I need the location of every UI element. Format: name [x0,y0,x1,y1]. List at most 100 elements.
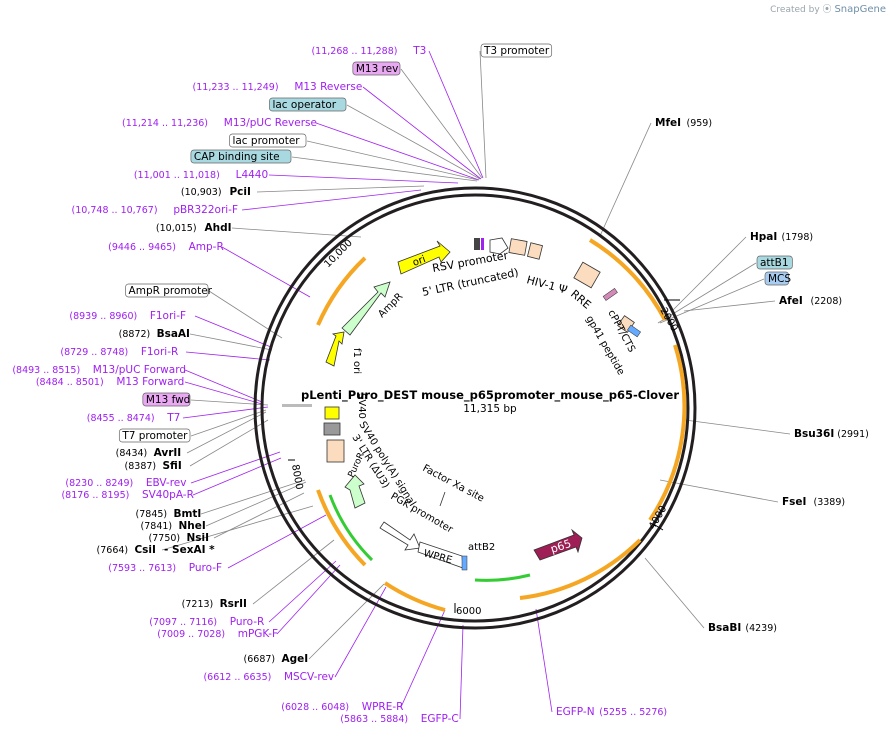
label-puro-f-position: (7593 .. 7613) [108,563,176,574]
label-mscv-rev: MSCV-rev(6612 .. 6635) [203,671,334,683]
label-t3-promoter-name: T3 promoter [483,45,550,57]
ltr5-arrow [489,237,509,255]
label-cap-binding-name: CAP binding site [194,151,280,163]
leader-ebv-rev [190,451,281,484]
leader-m13-forward [184,381,263,405]
backbone-outer-ring [253,186,697,630]
label-bsabi: BsaBI(4239) [708,622,777,634]
ori-label: ori [411,254,427,269]
label-m13-reverse-position: (11,233 .. 11,249) [193,82,279,93]
label-mcs-box [764,271,789,286]
ltr3-box [326,439,345,463]
leader-pbr322 [241,189,422,211]
label-t7-promoter-name: T7 promoter [121,430,188,442]
factor-xa-label: Factor Xa site [421,463,486,505]
credit-brand: SnapGene [834,4,886,15]
label-avrii-name: AvrII [154,447,182,459]
label-sfii-name: SfiI [162,460,181,472]
tick-4000-mark [654,524,664,531]
label-rsrii-name: RsrII [220,598,247,610]
hiv-psi-box-2 [526,242,544,260]
leader-agei [308,583,385,660]
leader-ampr-promoter [208,290,283,339]
label-ampr-promoter: AmpR promoter [125,283,213,298]
label-l4440-name: L4440 [236,169,269,181]
leader-fsei [659,479,779,503]
label-ampr-promoter-box [125,283,209,298]
label-hpai-name: HpaI [750,231,777,243]
label-egfp-n-position: (5255 .. 5276) [599,707,667,718]
label-m13-reverse-name: M13 Reverse [294,81,362,93]
ori-arrow [397,240,451,275]
ampr-arrow [341,281,391,336]
f1-ori-label: f1 ori [351,348,362,374]
label-pbr322: pBR322ori-F(10,748 .. 10,767) [72,204,238,216]
label-egfp-c-position: (5863 .. 5884) [340,714,408,725]
attb2-mark [461,555,468,571]
label-bmti-position: (7845) [136,509,168,520]
pgk-promoter-label: PGK promoter [389,491,456,536]
f1-ori-arrow [325,331,345,367]
label-egfp-n: EGFP-N (5255 .. 5276) [556,706,667,718]
label-m13-fwd-name: M13 fwd [146,394,191,406]
leader-f1ori-f [194,315,272,348]
t7-marker [282,404,312,407]
label-t3: T3(11,268 .. 11,288) [311,45,426,57]
rre-box [573,261,601,289]
label-puro-f-name: Puro-F [189,562,222,574]
label-fsei-position: (3389) [814,497,846,508]
label-t7-name: T7 [166,412,180,424]
snapgene-logo-icon: ⦿ [822,5,832,15]
label-agei-position: (6687) [244,654,276,665]
label-puro-r-position: (7097 .. 7116) [149,617,217,628]
sv40-label: SV40 [356,393,367,419]
label-m13-forward-name: M13 Forward [116,376,184,388]
m13-marker [481,238,484,250]
p65-arrow [533,528,583,561]
label-rsrii: RsrII(7213) [182,598,247,610]
label-lac-promoter-box [229,133,307,148]
label-mscv-rev-position: (6612 .. 6635) [203,672,271,683]
label-m13-rev-box [352,61,401,76]
label-csii-position: (7664) [97,545,129,556]
feature-arcs [316,238,687,612]
label-egfp-n-name: EGFP-N [556,706,595,718]
label-sfii-position: (8387) [125,461,157,472]
label-t3-promoter: T3 promoter [480,43,553,58]
label-fsei: FseI(3389) [782,496,845,508]
leader-egfp-n [535,608,553,713]
label-bsaai-name: BsaAI [157,328,190,340]
label-amp-r-position: (9446 .. 9465) [108,242,176,253]
label-f1ori-f: F1ori-F(8939 .. 8960) [69,310,186,322]
leader-t3-promoter [479,50,487,179]
backbone-inner-ring [260,193,690,623]
label-nhei: NheI(7841) [141,520,206,532]
leader-t7-promoter [190,409,267,437]
label-ebv-rev: EBV-rev(8230 .. 8249) [65,477,186,489]
label-m13-fwd: M13 fwd [142,392,191,407]
label-mfei-name: MfeI [655,117,681,129]
label-m13-rev: M13 rev [352,61,401,76]
label-mpgk-f: mPGK-F(7009 .. 7028) [157,628,278,640]
attb1-mark [627,324,641,338]
label-m13-puc-reverse-name: M13/pUC Reverse [224,117,317,129]
label-t7-promoter: T7 promoter [118,428,191,443]
wpre-label: WPRE [422,548,453,566]
leader-rsrii [252,539,335,605]
label-pcii-position: (10,903) [181,187,222,198]
green-arc-left [328,494,374,562]
leader-mfei [599,122,652,237]
label-lac-operator-box [269,97,347,112]
label-pbr322-name: pBR322ori-F [173,204,238,216]
label-csii: CsiI(7664)- SexAI * [97,544,216,556]
label-t7: T7(8455 .. 8474) [87,412,181,424]
leader-m13-puc-reverse [315,122,480,181]
leader-egfp-c [459,624,464,720]
label-t3-name: T3 [412,45,426,57]
label-afei-position: (2208) [811,296,843,307]
label-wpre-r: WPRE-R(6028 .. 6048) [281,701,403,713]
snapgene-credit: Created by ⦿ SnapGene [770,2,886,15]
label-hpai: HpaI(1798) [750,231,813,243]
leader-puro-r [268,560,337,623]
plasmid-name: pLenti_Puro_DEST mouse_p65promoter_mouse… [301,388,679,403]
